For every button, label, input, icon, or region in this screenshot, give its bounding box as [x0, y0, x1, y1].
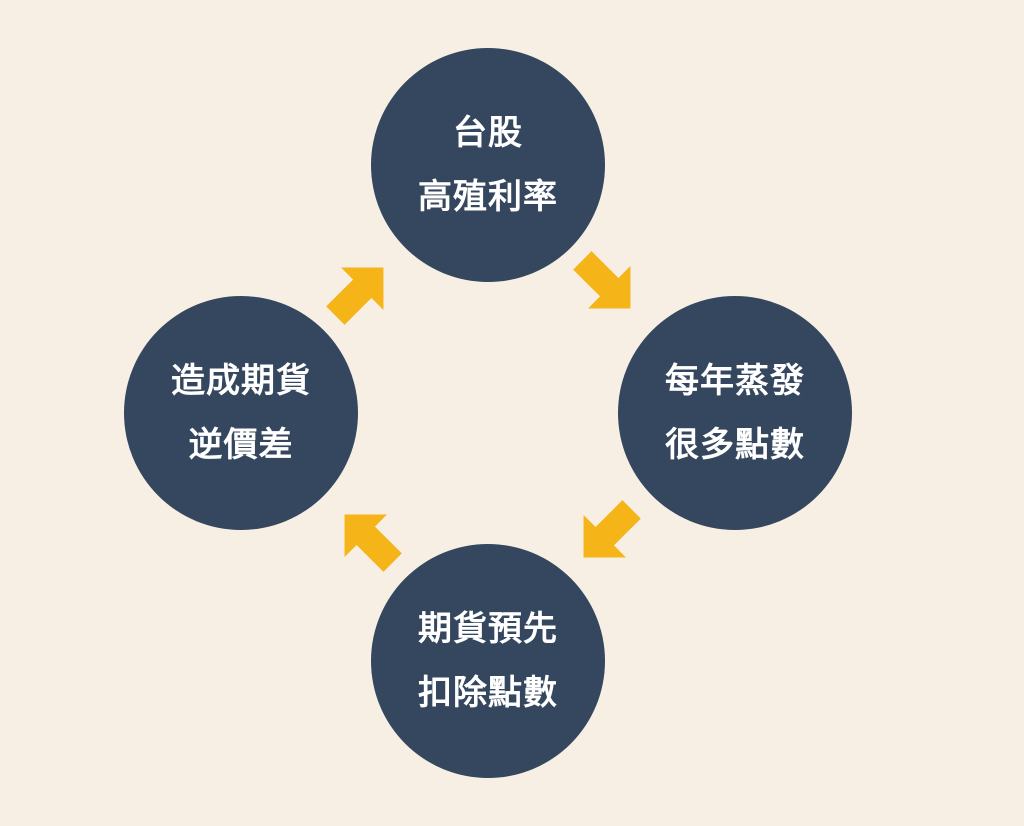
node-high-dividend-yield: 台股 高殖利率	[371, 48, 605, 282]
arrow-up-right-icon	[318, 253, 398, 333]
node-right-line-1: 每年蒸發	[665, 361, 805, 401]
node-bottom-line-2: 扣除點數	[418, 673, 558, 713]
node-right-line-2: 很多點數	[665, 425, 805, 465]
node-futures-backwardation: 造成期貨 逆價差	[124, 296, 358, 530]
arrow-up-left-icon	[330, 500, 410, 580]
node-futures-deduct-points: 期貨預先 扣除點數	[371, 544, 605, 778]
node-left-line-1: 造成期貨	[171, 361, 311, 401]
arrow-down-right-icon	[565, 243, 645, 323]
node-left-line-2: 逆價差	[188, 425, 294, 465]
node-annual-points-evaporate: 每年蒸發 很多點數	[618, 296, 852, 530]
node-top-line-2: 高殖利率	[418, 177, 558, 217]
node-bottom-line-1: 期貨預先	[418, 609, 558, 649]
node-top-line-1: 台股	[453, 113, 523, 153]
arrow-down-left-icon	[569, 492, 649, 572]
